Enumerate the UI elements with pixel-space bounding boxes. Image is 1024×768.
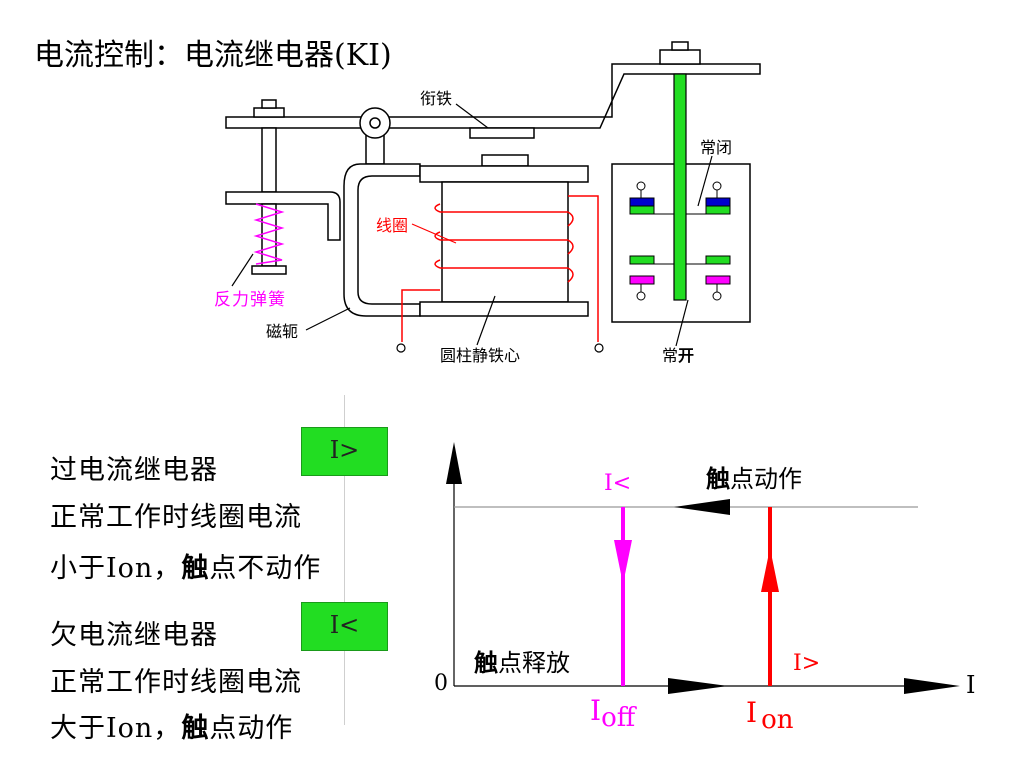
label-nc: 常闭 (700, 138, 732, 157)
armature-plate (469, 127, 535, 139)
label-core: 圆柱静铁心 (440, 346, 520, 365)
operate-arrow (761, 548, 779, 592)
under-line1: 正常工作时线圈电流 (50, 667, 302, 698)
core (441, 181, 569, 303)
label-armature: 衔铁 (420, 89, 452, 108)
label-ilt: I< (604, 471, 631, 496)
over-line2: 小于Ion，触点不动作 (50, 553, 322, 584)
page-title: 电流控制：电流继电器(KI) (34, 38, 392, 73)
spring (253, 203, 285, 265)
yoke (343, 163, 421, 317)
x-axis-label: I (966, 671, 975, 699)
bottom-arrow (668, 678, 728, 694)
label-no: 常开 (662, 346, 694, 365)
over-line1: 正常工作时线圈电流 (50, 502, 302, 533)
badge-over: I> (301, 427, 388, 476)
label-ioff: Ioff (590, 694, 638, 733)
top-arrow (674, 499, 730, 515)
label-spring: 反力弹簧 (214, 290, 286, 310)
under-name: 欠电流继电器 (50, 620, 218, 651)
relay-diagram: 衔铁 反力弹簧 磁轭 线圈 圆柱静铁心 常闭 常开 (214, 41, 761, 365)
label-coil: 线圈 (376, 216, 408, 235)
label-act: 触点动作 (706, 465, 802, 493)
divider (344, 395, 345, 725)
label-yoke: 磁轭 (266, 322, 298, 341)
contact-rod (673, 73, 687, 301)
badge-under: I< (301, 602, 388, 651)
armature-lever (225, 63, 761, 129)
over-name: 过电流继电器 (50, 455, 218, 486)
coil (401, 195, 599, 342)
under-line2: 大于Ion，触点动作 (50, 713, 294, 744)
release-arrow (614, 540, 632, 584)
x-axis-arrow (904, 678, 960, 694)
origin-label: 0 (434, 671, 448, 696)
label-rel: 触点释放 (474, 649, 570, 677)
label-igt: I> (793, 651, 820, 676)
y-axis-arrow (446, 442, 462, 484)
